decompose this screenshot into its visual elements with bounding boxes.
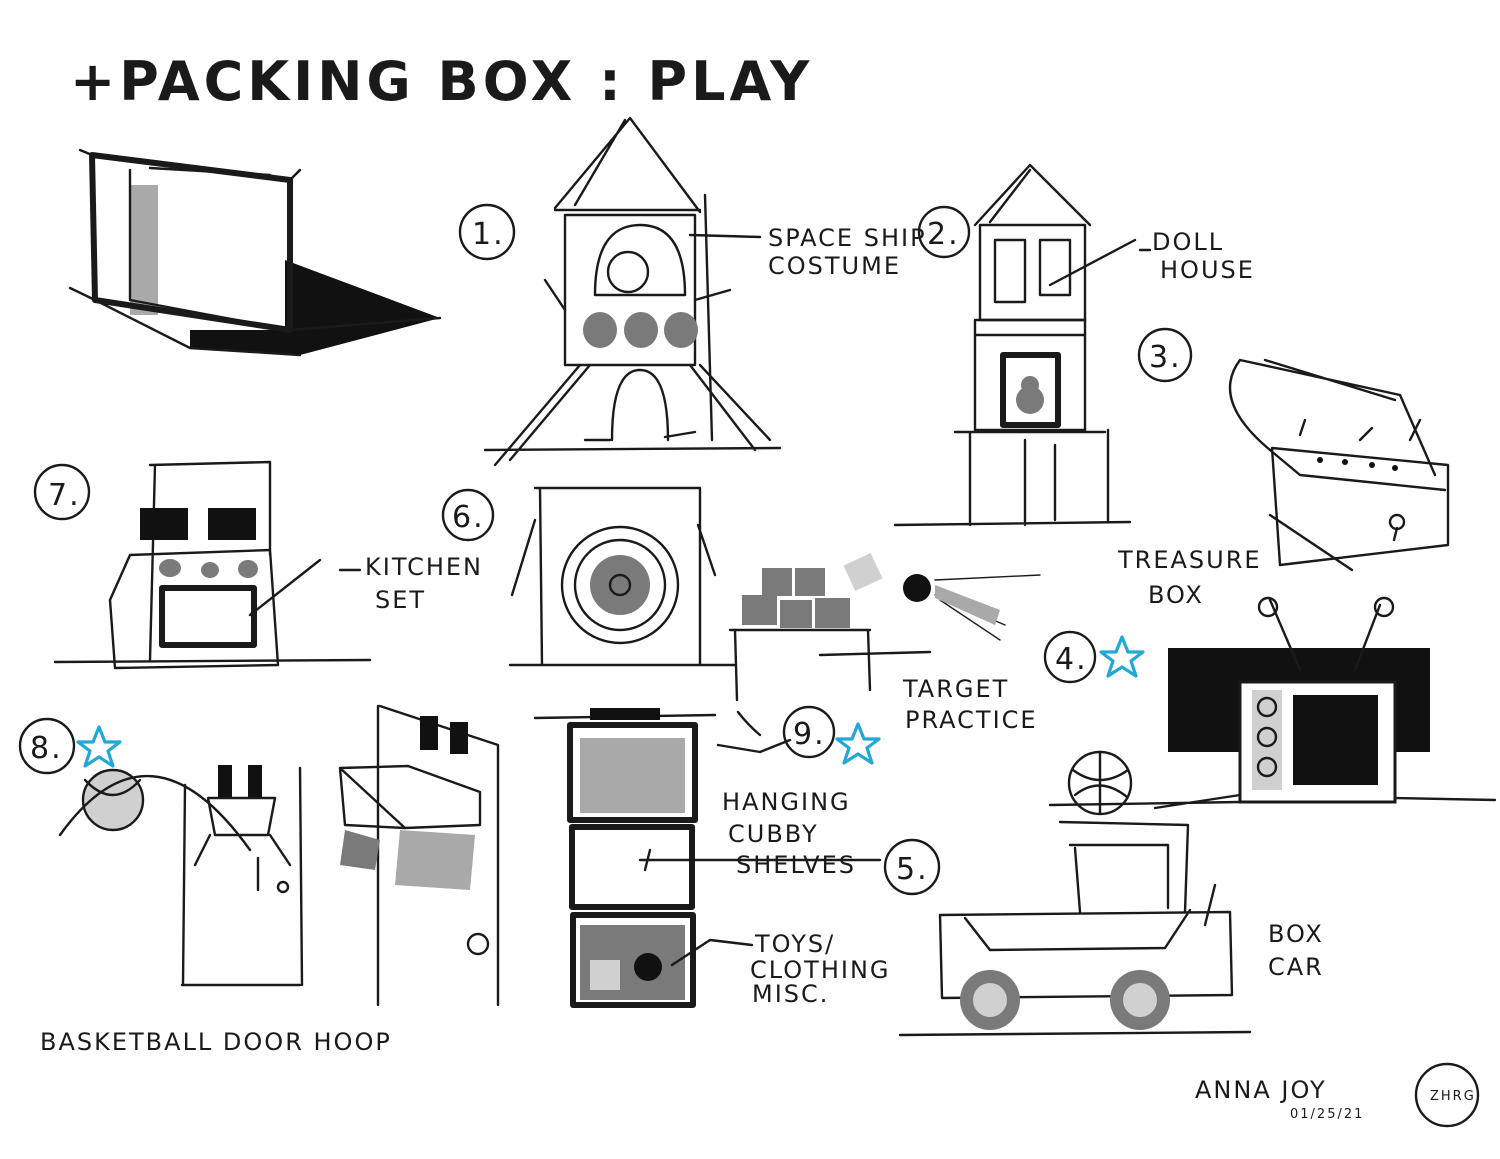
item-1-spaceship-costume: 1. SPACE SHIP COSTUME	[458, 116, 927, 467]
label-items-6-label_lines-0: KITCHEN	[365, 553, 483, 581]
star-9-icon	[835, 722, 881, 765]
item-2-doll-house: 2. DOLL HOUSE	[893, 163, 1255, 527]
studio-logo-text: ZHRG.	[1430, 1089, 1482, 1104]
item-7-kitchen-set: 7. KITCHEN SET	[33, 460, 483, 670]
label-items-5-label_lines-1: PRACTICE	[905, 706, 1038, 734]
label-note_lines-1: CLOTHING	[750, 956, 891, 984]
label-note_lines-2: MISC.	[752, 980, 829, 1008]
signature-block: ANNA JOY 01/25/21 ZHRG.	[1195, 1062, 1482, 1128]
label-items-8-number: 9.	[793, 717, 826, 752]
signature-name: ANNA JOY	[1195, 1076, 1327, 1104]
item-6-target-practice: 6. TARGET PRACTICE	[441, 486, 1041, 734]
item-3-treasure-box: 3. TREASURE BOX	[1117, 327, 1450, 609]
star-8-icon	[76, 725, 122, 768]
label-items-2-label_lines-0: TREASURE	[1117, 546, 1262, 574]
label-items-6-number: 7.	[48, 478, 81, 513]
open-box-illustration	[68, 148, 442, 357]
label-items-8-label_lines-0: HANGING	[722, 788, 851, 816]
item-8-basketball-door-hoop: 8. BASKETBALL DOOR HOOP	[18, 704, 500, 1056]
label-items-7-label_lines-0: BASKETBALL DOOR HOOP	[40, 1028, 392, 1056]
label-items-8-label_lines-1: CUBBY	[728, 820, 819, 848]
studio-logo-seal	[1414, 1062, 1480, 1128]
label-items-0-label_lines-1: COSTUME	[768, 252, 901, 280]
label-items-1-label_lines-1: HOUSE	[1160, 256, 1255, 284]
label-items-2-number: 3.	[1149, 340, 1182, 375]
item-5-box-car: 5. BOX CAR	[883, 820, 1324, 1037]
label-items-2-label_lines-1: BOX	[1148, 581, 1204, 609]
label-items-4-label_lines-0: BOX	[1268, 920, 1324, 948]
label-items-3-number: 4.	[1055, 642, 1088, 677]
label-items-4-number: 5.	[896, 852, 929, 887]
label-note_lines-0: TOYS/	[754, 930, 835, 958]
label-items-4-label_lines-1: CAR	[1268, 953, 1324, 981]
item-9-hanging-cubby-shelves: 9. HANGING CUBBY SHELVES TOYS/ CLOTHING …	[533, 705, 891, 1008]
label-items-5-number: 6.	[452, 500, 485, 535]
item-4-tv-box: 4.	[1043, 596, 1497, 816]
signature-date: 01/25/21	[1290, 1107, 1364, 1122]
label-items-0-label_lines-0: SPACE SHIP	[768, 224, 927, 252]
label-items-8-label_lines-2: SHELVES	[736, 851, 856, 879]
label-items-7-number: 8.	[30, 731, 63, 766]
label-items-1-label_lines-0: DOLL	[1152, 228, 1224, 256]
label-items-1-number: 2.	[927, 217, 960, 252]
star-4-icon	[1099, 635, 1145, 678]
label-items-5-label_lines-0: TARGET	[902, 675, 1009, 703]
label-items-0-number: 1.	[472, 217, 505, 252]
label-items-6-label_lines-1: SET	[375, 586, 426, 614]
page-title: +PACKING BOX : PLAY	[70, 50, 813, 113]
